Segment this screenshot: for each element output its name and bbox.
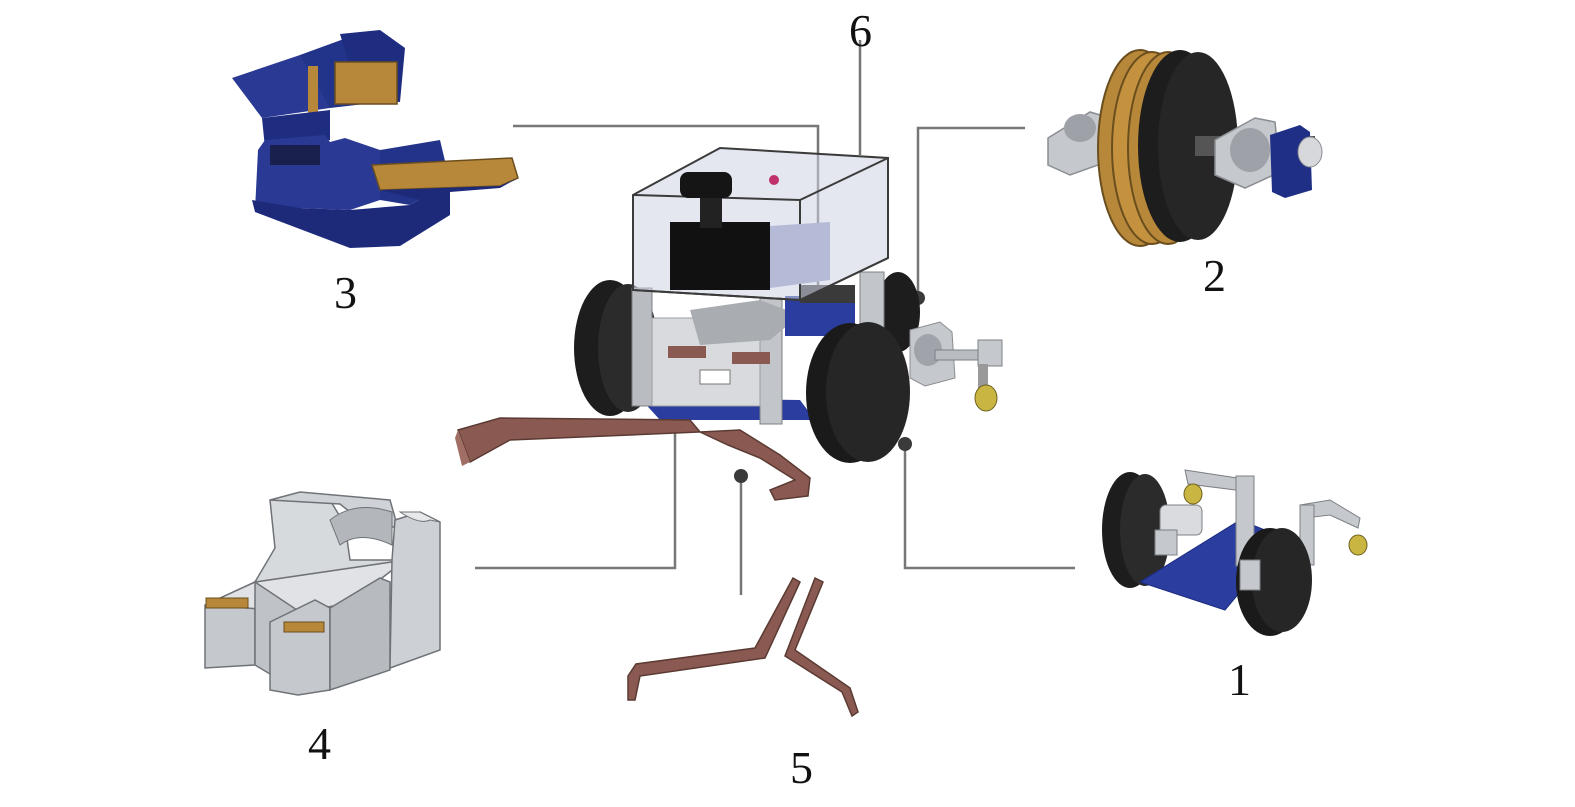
leader-line-1 (903, 445, 1075, 570)
part-label-2: 2 (1203, 250, 1226, 301)
part-label-1: 1 (1228, 654, 1251, 705)
part-1-chassis (1102, 469, 1368, 636)
part-label-4: 4 (308, 718, 331, 769)
part-5-arms (627, 576, 859, 718)
part-6-assembled-robot (455, 146, 1003, 501)
part-label-5: 5 (790, 742, 813, 793)
part-3-gripper-module (232, 30, 519, 248)
leader-dot-5 (734, 469, 748, 483)
part-2-wheel-drive-assembly (1047, 49, 1323, 247)
leader-line-2 (916, 126, 1025, 298)
leader-dot-1 (898, 437, 912, 451)
leader-line-4 (475, 385, 677, 570)
part-label-3: 3 (334, 267, 357, 318)
part-label-6: 6 (849, 5, 872, 56)
part-4-silver-holder (204, 491, 441, 696)
